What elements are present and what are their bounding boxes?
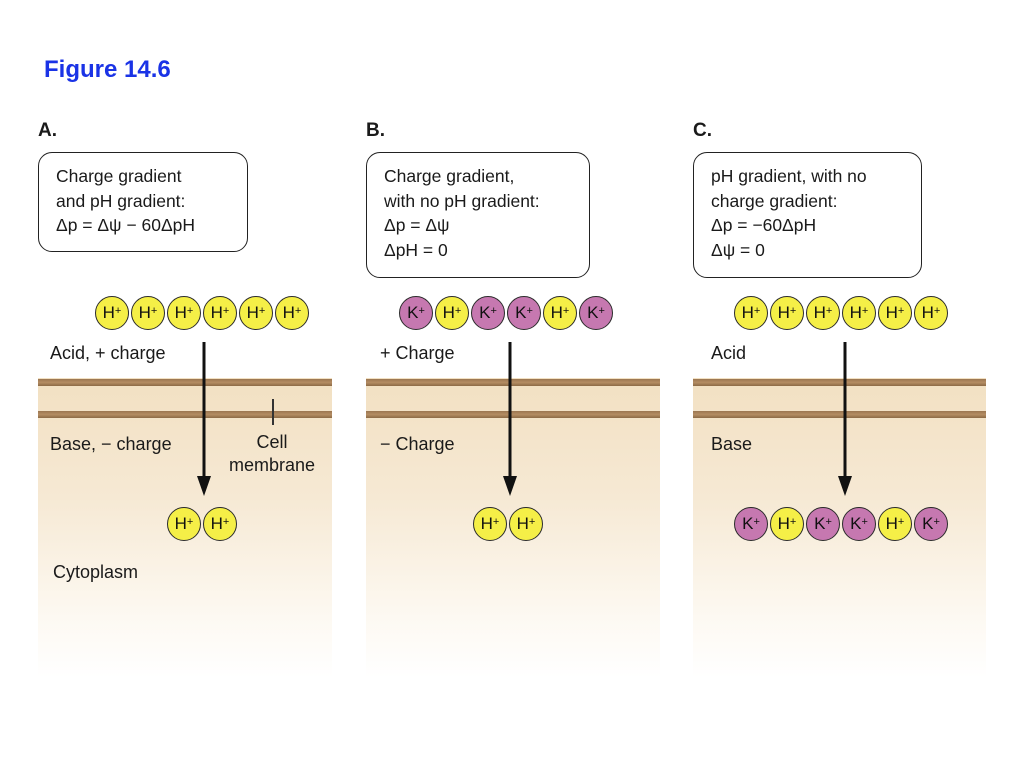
cytoplasm-label: Cytoplasm bbox=[53, 562, 139, 582]
potassium-ion: K+ bbox=[579, 296, 613, 330]
callout-line: charge gradient: bbox=[711, 190, 838, 211]
proton-ion: H+ bbox=[770, 507, 804, 541]
ion-row-bottom-a: H+H+ bbox=[167, 507, 239, 541]
proton-ion: H+ bbox=[878, 296, 912, 330]
proton-ion: H+ bbox=[914, 296, 948, 330]
proton-ion: H+ bbox=[95, 296, 129, 330]
outside-label-a: Acid, + charge bbox=[50, 343, 166, 363]
outside-label-c: Acid bbox=[711, 343, 747, 363]
callout-line: with no pH gradient: bbox=[384, 190, 540, 211]
panel-letter-b: B. bbox=[366, 120, 385, 141]
callout-line: Δψ = 0 bbox=[711, 239, 765, 260]
proton-ion: H+ bbox=[543, 296, 577, 330]
callout-box-a: Charge gradient and pH gradient: Δp = Δψ… bbox=[38, 152, 248, 252]
proton-ion: H+ bbox=[435, 296, 469, 330]
membrane-inner-a bbox=[38, 411, 332, 418]
proton-ion: H+ bbox=[878, 507, 912, 541]
proton-ion: H+ bbox=[131, 296, 165, 330]
proton-ion: H+ bbox=[734, 296, 768, 330]
ion-row-bottom-c: K+H+K+K+H+K+ bbox=[734, 507, 950, 541]
arrow-a bbox=[197, 342, 211, 496]
potassium-ion: K+ bbox=[471, 296, 505, 330]
ion-row-top-c: H+H+H+H+H+H+ bbox=[734, 296, 950, 330]
ion-row-bottom-b: H+H+ bbox=[473, 507, 545, 541]
callout-box-c: pH gradient, with no charge gradient: Δp… bbox=[693, 152, 922, 278]
potassium-ion: K+ bbox=[399, 296, 433, 330]
callout-box-b: Charge gradient, with no pH gradient: Δp… bbox=[366, 152, 590, 278]
proton-ion: H+ bbox=[203, 507, 237, 541]
potassium-ion: K+ bbox=[507, 296, 541, 330]
inside-label-b: − Charge bbox=[380, 434, 455, 454]
proton-ion: H+ bbox=[167, 296, 201, 330]
callout-line: pH gradient, with no bbox=[711, 166, 867, 186]
proton-ion: H+ bbox=[842, 296, 876, 330]
callout-line: Charge gradient bbox=[56, 166, 182, 186]
proton-ion: H+ bbox=[275, 296, 309, 330]
cell-membrane-label-line: Cell bbox=[256, 432, 288, 452]
ion-row-top-a: H+H+H+H+H+H+ bbox=[95, 296, 311, 330]
membrane-outer-a bbox=[38, 379, 332, 386]
proton-ion: H+ bbox=[167, 507, 201, 541]
proton-ion: H+ bbox=[239, 296, 273, 330]
membrane-inner-b bbox=[366, 411, 660, 418]
proton-ion: H+ bbox=[203, 296, 237, 330]
inside-label-c: Base bbox=[711, 434, 753, 454]
callout-line: Δp = Δψ bbox=[384, 215, 450, 235]
callout-line: and pH gradient: bbox=[56, 190, 186, 211]
membrane-outer-c bbox=[693, 379, 986, 386]
potassium-ion: K+ bbox=[806, 507, 840, 541]
arrow-b bbox=[503, 342, 517, 496]
proton-ion: H+ bbox=[806, 296, 840, 330]
outside-label-b: + Charge bbox=[380, 343, 455, 363]
proton-ion: H+ bbox=[473, 507, 507, 541]
potassium-ion: K+ bbox=[914, 507, 948, 541]
membrane-outer-b bbox=[366, 379, 660, 386]
potassium-ion: K+ bbox=[842, 507, 876, 541]
potassium-ion: K+ bbox=[734, 507, 768, 541]
panel-letter-a: A. bbox=[38, 120, 57, 141]
membrane-leader-line bbox=[272, 399, 274, 425]
proton-ion: H+ bbox=[770, 296, 804, 330]
callout-line: ΔpH = 0 bbox=[384, 239, 448, 260]
cell-membrane-label-line: membrane bbox=[228, 455, 316, 475]
callout-line: Δp = Δψ − 60ΔpH bbox=[56, 215, 196, 235]
proton-ion: H+ bbox=[509, 507, 543, 541]
membrane-inner-c bbox=[693, 411, 986, 418]
figure-title: Figure 14.6 bbox=[44, 56, 171, 83]
ion-row-top-b: K+H+K+K+H+K+ bbox=[399, 296, 615, 330]
callout-line: Charge gradient, bbox=[384, 166, 515, 186]
callout-line: Δp = −60ΔpH bbox=[711, 215, 817, 235]
inside-label-a: Base, − charge bbox=[50, 434, 172, 454]
panel-letter-c: C. bbox=[693, 120, 712, 141]
cell-membrane-label: Cell membrane bbox=[218, 431, 326, 477]
arrow-c bbox=[838, 342, 852, 496]
